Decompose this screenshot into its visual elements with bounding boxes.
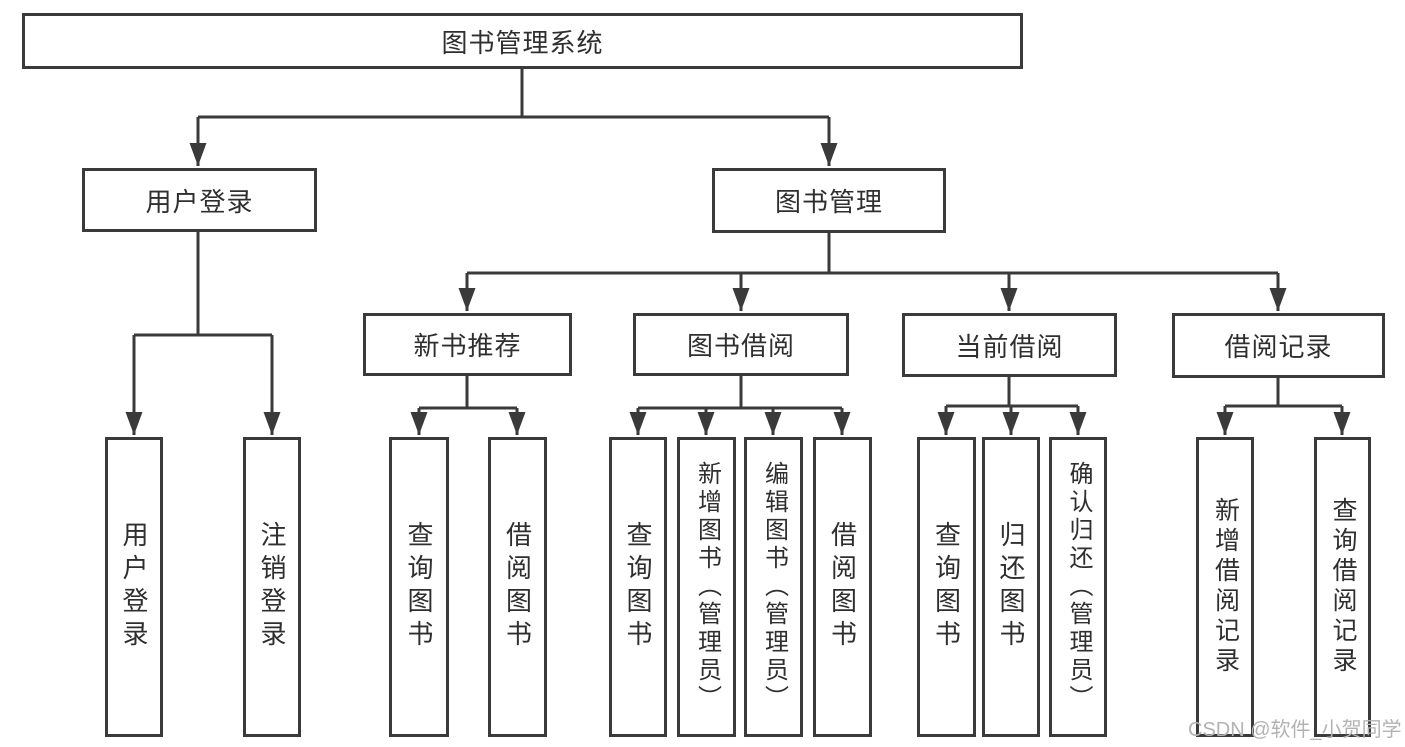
node-borrow-record: 借阅记录	[1172, 313, 1385, 378]
leaf-nb-borrow-books: 借阅图书	[488, 437, 547, 737]
node-book-borrow: 图书借阅	[633, 313, 849, 376]
node-new-book-recommend: 新书推荐	[363, 313, 572, 376]
node-current-borrow: 当前借阅	[902, 313, 1117, 377]
leaf-user-login: 用户登录	[105, 437, 163, 737]
node-library-management-system: 图书管理系统	[22, 13, 1023, 69]
leaf-logout-login: 注销登录	[243, 437, 301, 737]
leaf-bb-borrow-books: 借阅图书	[813, 437, 872, 737]
leaf-cb-query-books: 查询图书	[917, 437, 976, 737]
leaf-nb-query-books: 查询图书	[389, 437, 449, 737]
leaf-br-query-record: 查询借阅记录	[1314, 437, 1371, 737]
leaf-bb-edit-books-admin: 编辑图书（管理员）	[744, 437, 803, 737]
leaf-bb-add-books-admin: 新增图书（管理员）	[677, 437, 736, 737]
leaf-cb-return-books: 归还图书	[982, 437, 1040, 737]
connector-group	[125, 69, 1351, 435]
leaf-cb-confirm-return-admin: 确认归还（管理员）	[1049, 437, 1107, 737]
leaf-bb-query-books: 查询图书	[609, 437, 667, 737]
node-user-login: 用户登录	[82, 168, 317, 232]
node-book-management: 图书管理	[712, 168, 946, 233]
leaf-br-add-record: 新增借阅记录	[1196, 437, 1254, 737]
